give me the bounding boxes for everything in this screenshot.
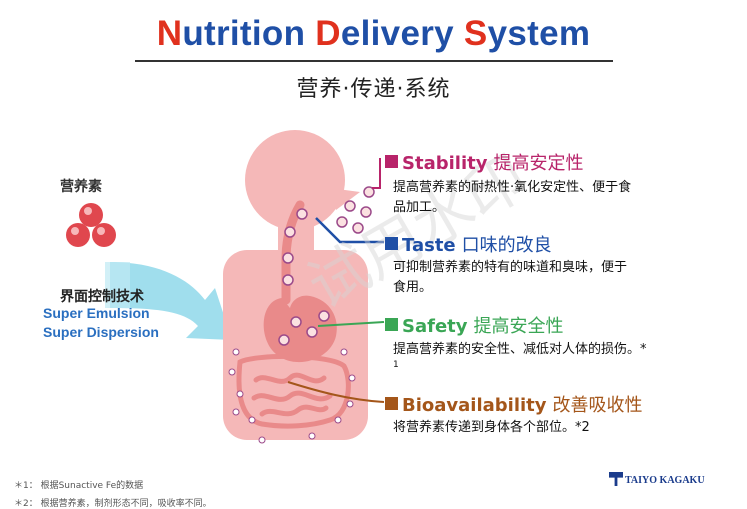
title-rest-2: elivery (340, 14, 464, 53)
footnote-2: ＊2： 根据营养素，制剂形态不同，吸收率不同。 (14, 499, 212, 509)
title-initial-3: S (463, 14, 488, 53)
stability-description: 提高营养素的耐热性·氧化安定性、便于食 品加工。 (393, 178, 631, 218)
stability-desc-line-2: 品加工。 (393, 200, 446, 215)
body-mouth-lip (330, 188, 360, 210)
logo-text: TAIYO KAGAKU (625, 475, 705, 486)
nutrient-cluster-icon (66, 203, 116, 247)
bioavailability-title-cn: 改善吸收性 (552, 395, 643, 416)
stability-title-cn: 提高安定性 (493, 153, 584, 174)
stability-desc-line-1: 提高营养素的耐热性·氧化安定性、便于食 (393, 180, 632, 195)
bioavailability-title-en: Bioavailability (402, 395, 547, 416)
bioavailability-square-icon (385, 397, 398, 410)
bioavailability-connector (287, 381, 385, 403)
circulation-dots (228, 348, 356, 444)
stability-square-icon (385, 155, 398, 168)
technology-item-dispersion: Super Dispersion (43, 324, 159, 340)
safety-title-en: Safety (402, 316, 468, 337)
taste-title-cn: 口味的改良 (461, 235, 552, 256)
technology-item-emulsion: Super Emulsion (43, 305, 150, 321)
taste-desc-line-2: 食用。 (393, 280, 433, 295)
logo-mark-icon (609, 472, 623, 486)
safety-square-icon (385, 318, 398, 331)
company-logo: TAIYO KAGAKU (609, 472, 705, 486)
stability-connector (372, 158, 381, 189)
bioavailability-desc-line-1: 将营养素传递到身体各个部位。*2 (393, 420, 590, 435)
taste-title-en: Taste (402, 235, 456, 256)
delivery-arrow (110, 262, 232, 340)
title-initial-1: N (156, 14, 183, 53)
page-title: Nutrition Delivery System (0, 14, 747, 54)
safety-title-cn: 提高安全性 (473, 316, 564, 337)
nutrient-particles (278, 186, 375, 346)
title-initial-2: D (315, 14, 341, 53)
taste-desc-line-1: 可抑制营养素的特有的味道和臭味，便于 (393, 260, 628, 275)
taste-connector (315, 217, 384, 244)
title-rest-1: utrition (182, 14, 316, 53)
page-subtitle: 营养·传递·系统 (296, 77, 451, 102)
safety-connector (317, 321, 385, 327)
nutrient-label: 营养素 (60, 179, 102, 195)
bioavailability-description: 将营养素传递到身体各个部位。*2 (393, 418, 590, 438)
stability-title-en: Stability (402, 153, 488, 174)
safety-description: 提高营养素的安全性、减低对人体的损伤。* 1 (393, 340, 647, 370)
footnote-1: ＊1： 根据Sunactive Fe的数据 (14, 481, 144, 491)
safety-desc-line-1: 提高营养素的安全性、减低对人体的损伤。* (393, 342, 647, 357)
delivery-arrow-tail (105, 262, 130, 308)
safety-desc-line-2: 1 (393, 360, 399, 370)
taste-square-icon (385, 237, 398, 250)
stomach (263, 295, 337, 363)
technology-label: 界面控制技术 (60, 289, 144, 305)
title-divider (135, 60, 613, 62)
title-rest-3: ystem (487, 14, 591, 53)
body-head (245, 130, 345, 230)
taste-description: 可抑制营养素的特有的味道和臭味，便于 食用。 (393, 258, 627, 298)
